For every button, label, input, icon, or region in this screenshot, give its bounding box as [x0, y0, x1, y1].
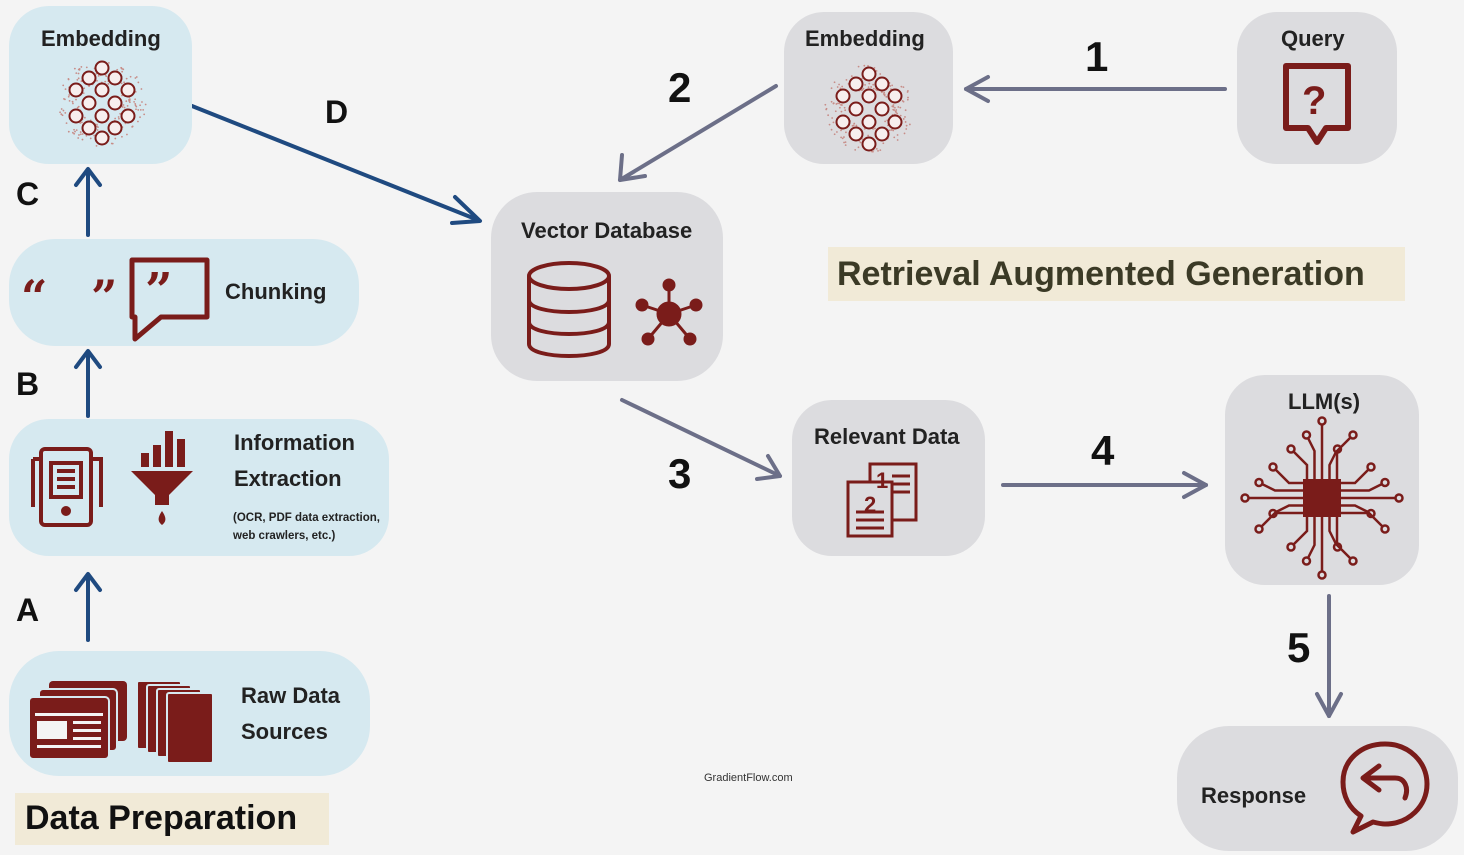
arrow-5 [1317, 596, 1341, 716]
web-pages-icon [27, 679, 127, 759]
credit-text: GradientFlow.com [704, 772, 793, 784]
chip-circuit-icon [1247, 423, 1397, 573]
arrow-4 [1003, 473, 1206, 497]
quote-bubble-icon: ” [127, 255, 213, 345]
chunking-node: “ ” ” Chunking [9, 239, 359, 346]
embedding-node-rag: Embedding [784, 12, 953, 164]
database-icon [525, 260, 615, 364]
quote-marks-icon: “ ” [21, 275, 121, 315]
embedding-label-rag: Embedding [805, 26, 925, 52]
chunking-label: Chunking [225, 279, 326, 305]
edge-label-b: B [16, 366, 39, 403]
data-preparation-banner: Data Preparation [15, 793, 329, 845]
arrow-2 [620, 86, 776, 180]
embedding-node-prep: Embedding [9, 6, 192, 164]
edge-label-d: D [325, 94, 348, 131]
arrow-a [76, 574, 100, 640]
query-label: Query [1281, 26, 1345, 52]
info-extraction-note-2: web crawlers, etc.) [233, 527, 335, 545]
question-bubble-icon: ? [1280, 62, 1356, 152]
document-scan-icon [31, 445, 103, 535]
llm-label: LLM(s) [1288, 389, 1360, 415]
arrow-3 [622, 400, 780, 479]
arrow-c [76, 169, 100, 235]
query-node: Query ? [1237, 12, 1397, 164]
svg-text:2: 2 [864, 492, 876, 517]
relevant-data-node: Relevant Data 1 2 [792, 400, 985, 556]
data-preparation-title: Data Preparation [25, 799, 297, 838]
graph-node-icon [634, 279, 704, 349]
step-5: 5 [1287, 624, 1310, 672]
numbered-list-icon: 1 2 [844, 460, 924, 540]
raw-data-label-2: Sources [241, 719, 328, 745]
reply-bubble-icon [1335, 738, 1435, 838]
svg-text:1: 1 [876, 468, 888, 493]
svg-text:?: ? [1302, 79, 1326, 123]
rag-title: Retrieval Augmented Generation [837, 255, 1365, 294]
step-1: 1 [1085, 33, 1108, 81]
edge-label-c: C [16, 176, 39, 213]
funnel-chart-icon [127, 429, 199, 533]
step-3: 3 [668, 450, 691, 498]
info-extraction-note-1: (OCR, PDF data extraction, [233, 509, 380, 527]
raw-data-sources-node: Raw Data Sources [9, 651, 370, 776]
embedding-label-prep: Embedding [41, 26, 161, 52]
info-extraction-label-2: Extraction [234, 466, 342, 492]
rag-banner: Retrieval Augmented Generation [828, 247, 1405, 301]
step-4: 4 [1091, 427, 1114, 475]
document-stack-icon [135, 679, 215, 763]
response-node: Response [1177, 726, 1458, 851]
relevant-data-label: Relevant Data [814, 424, 960, 450]
step-2: 2 [668, 64, 691, 112]
neural-net-icon [57, 58, 147, 148]
edge-label-a: A [16, 592, 39, 629]
information-extraction-node: Information Extraction (OCR, PDF data ex… [9, 419, 389, 556]
svg-text:”: ” [145, 263, 173, 319]
svg-text:”: ” [91, 270, 117, 324]
vector-database-label: Vector Database [521, 218, 692, 244]
llm-node: LLM(s) [1225, 375, 1419, 585]
vector-database-node: Vector Database [491, 192, 723, 381]
neural-net-icon [824, 64, 914, 154]
raw-data-label-1: Raw Data [241, 683, 340, 709]
svg-text:“: “ [21, 270, 47, 324]
info-extraction-label-1: Information [234, 430, 355, 456]
response-label: Response [1201, 783, 1306, 809]
arrow-b [76, 351, 100, 416]
